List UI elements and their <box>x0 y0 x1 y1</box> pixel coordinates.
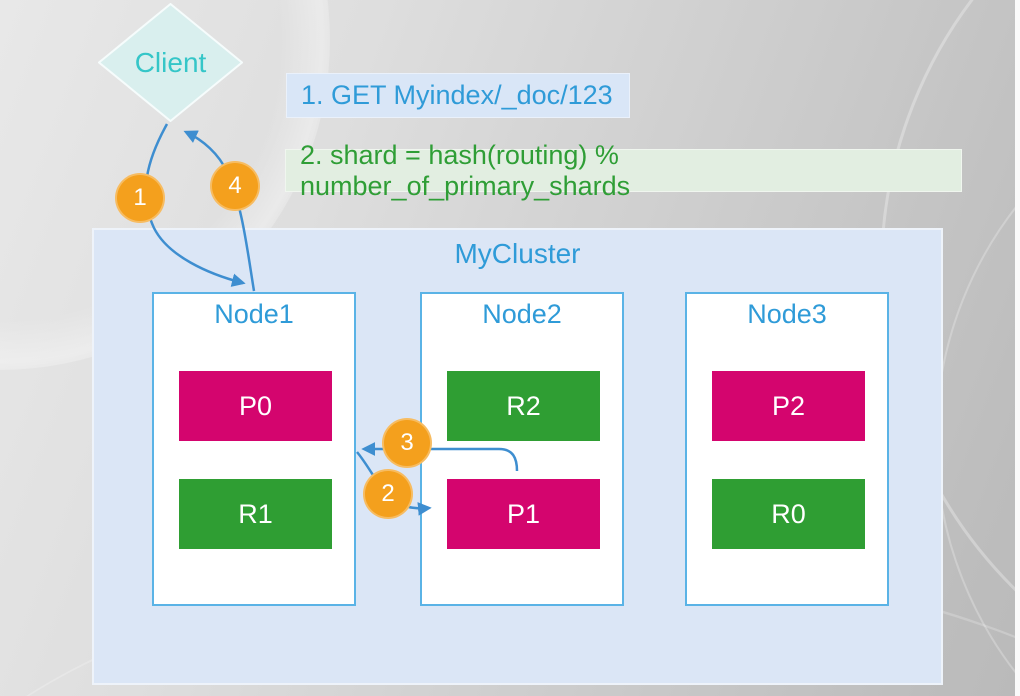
shard-r1: R1 <box>179 479 332 549</box>
shard-r0: R0 <box>712 479 865 549</box>
note-routing-formula: 2. shard = hash(routing) % number_of_pri… <box>285 140 962 201</box>
node-2-title: Node2 <box>482 299 562 329</box>
shard-p0-label: P0 <box>238 390 273 421</box>
node-1: Node1 P0 R1 <box>152 292 356 606</box>
note-get-request: 1. GET Myindex/_doc/123 <box>286 73 630 118</box>
node-3: Node3 P2 R0 <box>685 292 889 606</box>
note-get-request-text: 1. GET Myindex/_doc/123 <box>301 80 613 110</box>
shard-r1-label: R1 <box>238 498 273 529</box>
note-routing-formula-text: 2. shard = hash(routing) % number_of_pri… <box>300 139 631 201</box>
shard-r2: R2 <box>447 371 600 441</box>
shard-p1: P1 <box>447 479 600 549</box>
step-badge-3: 3 <box>382 418 432 468</box>
cluster-container: MyCluster Node1 P0 R1 Node2 R2 P1 Node3 … <box>92 228 943 685</box>
step-badge-4: 4 <box>210 161 260 211</box>
slide-edge-strip <box>1015 0 1020 696</box>
cluster-title: MyCluster <box>454 238 581 269</box>
shard-r2-label: R2 <box>506 390 541 421</box>
client-label: Client <box>134 46 207 78</box>
shard-p0: P0 <box>179 371 332 441</box>
shard-p2-label: P2 <box>771 390 806 421</box>
node-1-title: Node1 <box>214 299 294 329</box>
shard-p1-label: P1 <box>506 498 541 529</box>
node-3-title: Node3 <box>747 299 827 329</box>
shard-r0-label: R0 <box>771 498 806 529</box>
step-badge-1: 1 <box>115 173 165 223</box>
node-2: Node2 R2 P1 <box>420 292 624 606</box>
shard-p2: P2 <box>712 371 865 441</box>
client-diamond-shape <box>98 3 243 122</box>
step-badge-2: 2 <box>363 469 413 519</box>
